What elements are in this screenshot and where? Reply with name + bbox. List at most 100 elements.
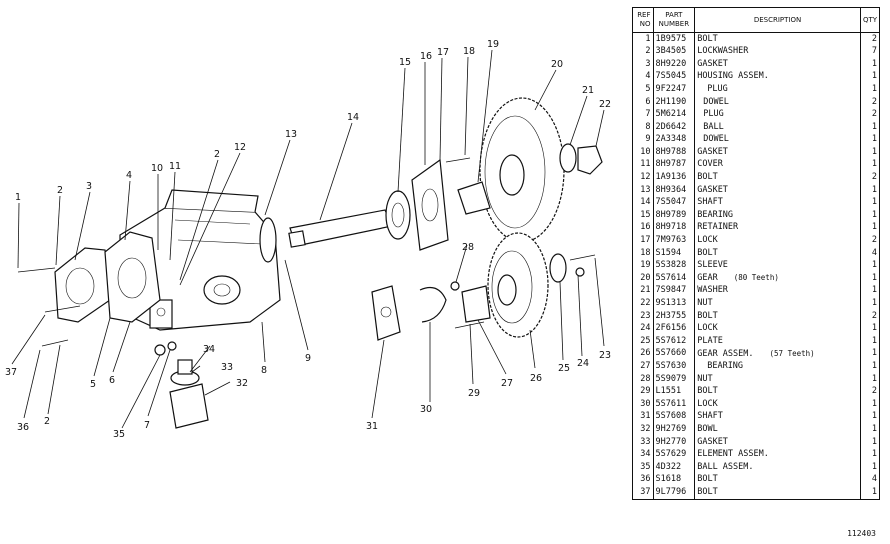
- row-ref-no: 32: [632, 423, 654, 436]
- row-description: NUT: [694, 373, 861, 386]
- callout-37: 37: [5, 367, 17, 378]
- row-qty: 1: [859, 436, 881, 449]
- row-ref-no: 8: [632, 121, 654, 134]
- description-text: WASHER: [697, 285, 728, 296]
- callout-11: 11: [169, 161, 181, 172]
- description-text: LOCK: [697, 323, 718, 334]
- row-ref-no: 23: [632, 310, 654, 323]
- description-text: BOLT: [697, 172, 718, 183]
- row-qty: 1: [859, 133, 881, 147]
- row-ref-no: 21: [632, 284, 654, 298]
- callout-10: 10: [151, 163, 163, 174]
- row-qty: 1: [859, 322, 881, 336]
- row-ref-no: 35: [632, 461, 654, 474]
- callout-21: 21: [582, 85, 594, 96]
- description-text: GASKET: [697, 436, 728, 447]
- callout-2b: 2: [44, 416, 50, 427]
- large-gear: [457, 97, 565, 243]
- row-part-number: 5M6214: [652, 108, 696, 122]
- description-text: GEAR: [697, 273, 718, 284]
- callout-27: 27: [501, 378, 513, 389]
- callout-4: 4: [126, 170, 132, 181]
- row-part-number: 9H2769: [652, 423, 696, 436]
- callout-19: 19: [487, 39, 499, 50]
- row-description: LOCKWASHER: [694, 45, 861, 59]
- row-part-number: 9H2770: [652, 436, 696, 449]
- row-part-number: 7S5047: [652, 196, 696, 210]
- row-qty: 1: [859, 410, 881, 424]
- header-part-number: PART NUMBER: [652, 7, 696, 33]
- row-description: GEAR(80 Teeth): [694, 272, 861, 285]
- description-text: RETAINER: [697, 222, 739, 233]
- row-qty: 2: [859, 95, 881, 109]
- callout-8: 8: [261, 365, 267, 376]
- description-text: GASKET: [697, 58, 728, 69]
- callout-1: 1: [15, 192, 21, 203]
- description-text: BOLT: [697, 486, 718, 497]
- callout-28: 28: [462, 242, 474, 253]
- description-note: (57 Teeth): [769, 348, 815, 358]
- row-part-number: 5S7608: [652, 410, 696, 424]
- row-part-number: 8H9787: [652, 158, 696, 172]
- row-description: GASKET: [694, 436, 861, 449]
- row-description: BOLT: [694, 171, 861, 185]
- row-part-number: 8H9789: [652, 209, 696, 222]
- description-text: BALL: [703, 121, 724, 132]
- callout-34: 34: [203, 344, 215, 355]
- row-part-number: 9S1313: [652, 297, 696, 311]
- callout-7: 7: [144, 420, 150, 431]
- row-qty: 1: [859, 83, 881, 96]
- row-qty: 4: [859, 473, 881, 487]
- description-text: BEARING: [697, 209, 734, 220]
- row-qty: 1: [859, 184, 881, 197]
- row-part-number: 7S9847: [652, 284, 696, 298]
- row-ref-no: 2: [632, 45, 654, 59]
- row-part-number: 3B4505: [652, 45, 696, 59]
- callout-2c: 2: [214, 149, 220, 160]
- callout-5: 5: [90, 379, 96, 390]
- row-qty: 2: [859, 32, 881, 46]
- row-ref-no: 37: [632, 486, 654, 500]
- description-text: SHAFT: [697, 197, 723, 208]
- row-ref-no: 27: [632, 360, 654, 374]
- row-part-number: 8H9718: [652, 221, 696, 235]
- row-ref-no: 34: [632, 448, 654, 462]
- row-description: LOCK: [694, 398, 861, 411]
- front-gasket: [54, 247, 111, 323]
- row-part-number: 2D6642: [652, 121, 696, 134]
- header-qty: QTY: [859, 7, 881, 33]
- row-part-number: 2H1190: [652, 95, 696, 109]
- row-part-number: 8H9364: [652, 184, 696, 197]
- callout-29: 29: [468, 388, 480, 399]
- row-description: GEAR ASSEM.(57 Teeth): [694, 347, 861, 361]
- row-ref-no: 31: [632, 410, 654, 424]
- row-part-number: 5S7611: [652, 398, 696, 411]
- row-qty: 1: [859, 209, 881, 222]
- leader-lines: [11, 49, 605, 429]
- callout-16: 16: [420, 51, 432, 62]
- description-text: COVER: [697, 159, 723, 170]
- callout-31: 31: [366, 421, 378, 432]
- row-part-number: S1618: [652, 473, 696, 487]
- row-part-number: 5S7612: [652, 335, 696, 348]
- row-ref-no: 24: [632, 322, 654, 336]
- row-qty: 1: [859, 272, 881, 285]
- row-description: BEARING: [694, 209, 861, 222]
- row-ref-no: 36: [632, 473, 654, 487]
- row-qty: 1: [859, 70, 881, 84]
- row-ref-no: 3: [632, 58, 654, 71]
- description-text: PLUG: [703, 109, 724, 120]
- callout-17: 17: [437, 47, 449, 58]
